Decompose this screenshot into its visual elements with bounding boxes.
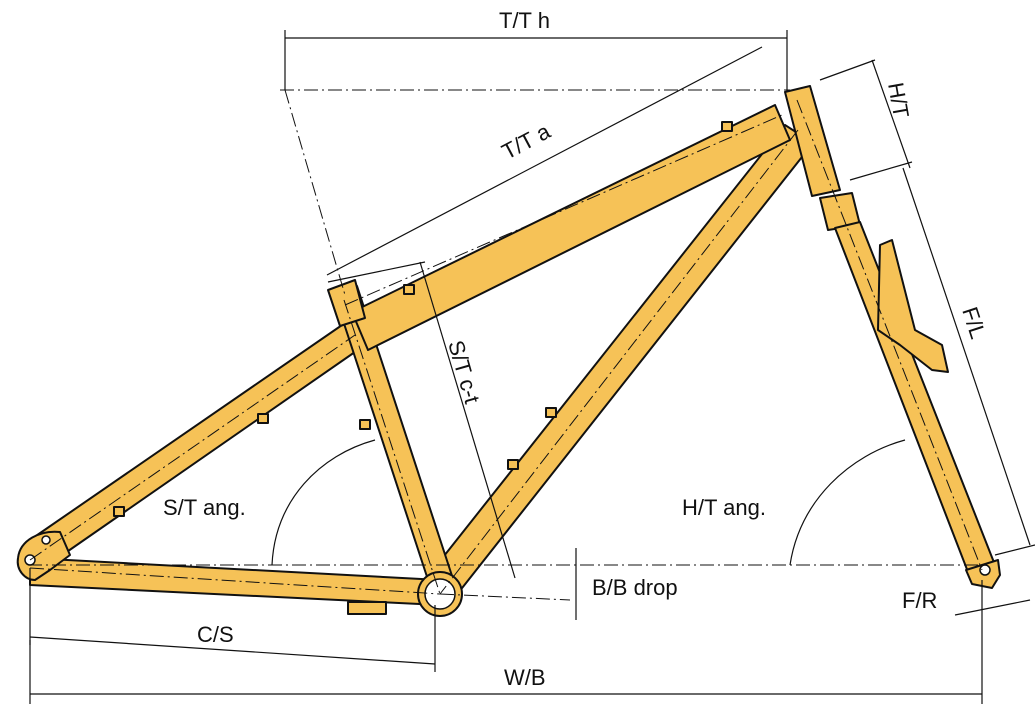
- label-ht: H/T: [883, 81, 914, 120]
- seat-tube-top: [327, 279, 366, 327]
- bike-frame: [16, 85, 1001, 617]
- label-cs: C/S: [197, 622, 234, 647]
- label-fl: F/L: [957, 304, 991, 342]
- label-bb-drop: B/B drop: [592, 575, 678, 600]
- fork-brake-mount: [877, 239, 949, 373]
- head-tube: [784, 85, 841, 197]
- label-wb: W/B: [504, 665, 546, 690]
- label-tt-h: T/T h: [499, 8, 550, 33]
- center-lines: [28, 89, 985, 601]
- label-st-ang: S/T ang.: [163, 495, 246, 520]
- label-ht-ang: H/T ang.: [682, 495, 766, 520]
- fork-leg: [834, 221, 996, 573]
- label-st-ct: S/T c-t: [443, 337, 485, 406]
- dimension-lines: [29, 30, 1035, 704]
- label-fr: F/R: [902, 588, 937, 613]
- label-tt-a: T/T a: [498, 118, 555, 164]
